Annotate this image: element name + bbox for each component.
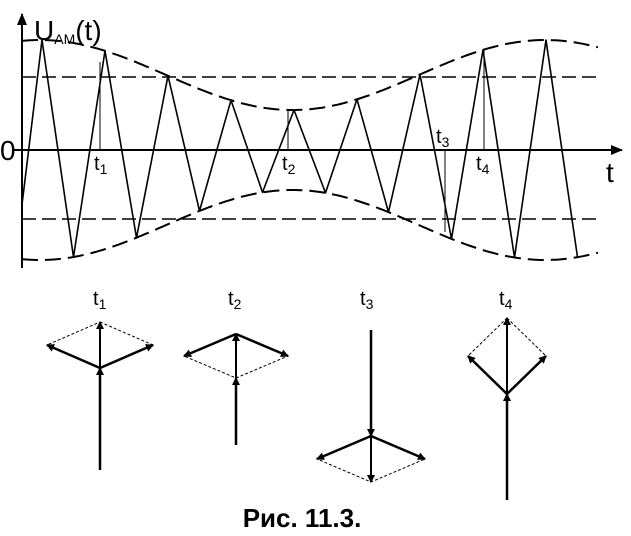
- am-waveform-graph: UAM(t) 0 t t1 t2 t3 t4: [0, 13, 623, 268]
- vector-diagrams: t1 t2 t3 t4: [45, 288, 547, 500]
- am-carrier-wave: [21, 39, 579, 259]
- lower-envelope: [21, 189, 599, 261]
- vector-diagram-t4: t4: [467, 288, 547, 500]
- t4-label: t4: [476, 153, 490, 177]
- t1-label: t1: [94, 153, 108, 177]
- vector-diagram-t2: t2: [182, 288, 290, 445]
- x-axis-label: t: [606, 157, 614, 188]
- vector-diagram-t3: t3: [315, 288, 427, 483]
- y-axis-label: UAM(t): [34, 15, 102, 47]
- t2-label: t2: [282, 153, 296, 177]
- upper-envelope: [21, 39, 599, 111]
- vector-t4-label: t4: [499, 288, 513, 312]
- vector-t2-label: t2: [228, 288, 242, 312]
- t3-label: t3: [436, 126, 450, 150]
- origin-label: 0: [0, 135, 16, 166]
- vector-diagram-t1: t1: [45, 288, 155, 470]
- vector-t3-label: t3: [360, 288, 374, 312]
- figure-caption: Рис. 11.3.: [243, 503, 362, 533]
- vector-t1-label: t1: [93, 288, 107, 312]
